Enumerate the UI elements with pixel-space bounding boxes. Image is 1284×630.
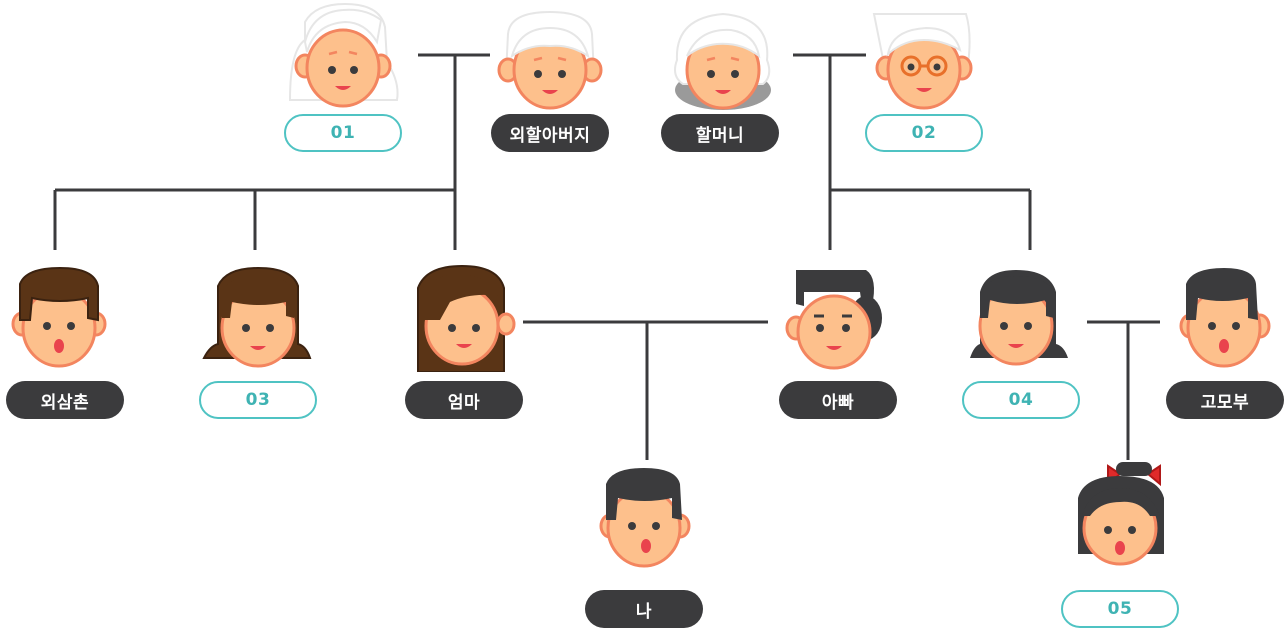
woman-black-hair-icon	[956, 262, 1076, 372]
man-black-hair-icon	[774, 262, 894, 372]
member-label: 외삼촌	[6, 381, 124, 419]
young-man-black-hair-icon	[1164, 262, 1284, 372]
member-label: 02	[865, 114, 983, 152]
member-label: 01	[284, 114, 402, 152]
member-label: 아빠	[779, 381, 897, 419]
member-label: 나	[585, 590, 703, 628]
old-woman-white-hair-icon	[490, 4, 610, 114]
young-man-brown-hair-icon	[0, 262, 116, 372]
boy-black-hair-icon	[584, 462, 704, 572]
member-label: 04	[962, 381, 1080, 419]
woman-brown-long-hair-icon	[400, 262, 520, 372]
woman-brown-bob-icon	[196, 262, 316, 372]
member-label: 05	[1061, 590, 1179, 628]
member-label: 03	[199, 381, 317, 419]
member-label: 할머니	[661, 114, 779, 152]
member-label: 엄마	[405, 381, 523, 419]
old-woman-gray-curly-hair-icon	[663, 4, 783, 114]
old-man-white-hair-icon	[285, 2, 405, 112]
girl-red-bow-icon	[1060, 458, 1180, 568]
member-label: 외할아버지	[491, 114, 609, 152]
member-label: 고모부	[1166, 381, 1284, 419]
old-man-glasses-icon	[866, 4, 986, 114]
